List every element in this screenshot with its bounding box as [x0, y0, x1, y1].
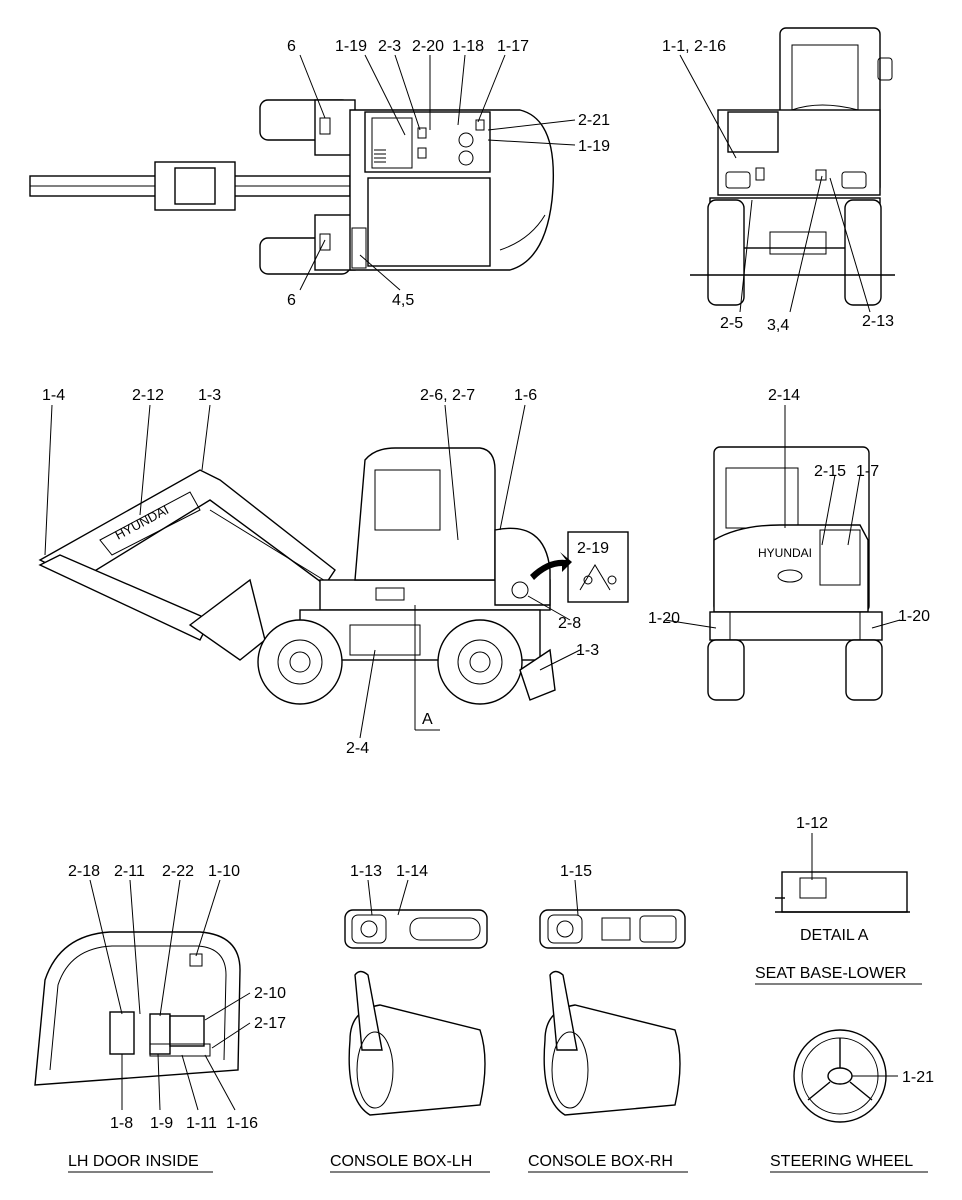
callout-1-6: 1-6: [514, 387, 537, 404]
callout-1-12: 1-12: [796, 815, 828, 832]
caption-console-lh: CONSOLE BOX-LH: [330, 1153, 472, 1170]
callout-2-5: 2-5: [720, 315, 743, 332]
callout-1-8: 1-8: [110, 1115, 133, 1132]
callout-1-20-left: 1-20: [648, 610, 680, 627]
callout-labels: 6 1-19 2-3 2-20 1-18 1-17 2-21 1-19 6 4,…: [42, 38, 934, 1132]
callout-2-14: 2-14: [768, 387, 800, 404]
callout-1-18: 1-18: [452, 38, 484, 55]
callout-3-4: 3,4: [767, 317, 789, 334]
side-view-drawing: [38, 447, 629, 705]
callout-2-12: 2-12: [132, 387, 164, 404]
caption-lh-door: LH DOOR INSIDE: [68, 1153, 199, 1170]
callout-1-19-right: 1-19: [578, 138, 610, 155]
callout-2-18: 2-18: [68, 863, 100, 880]
brand-rear: HYUNDAI: [758, 546, 812, 560]
callout-6-bottom: 6: [287, 292, 296, 309]
caption-detail-a: DETAIL A: [800, 927, 869, 944]
callout-1-15: 1-15: [560, 863, 592, 880]
console-box-lh-drawing: [344, 909, 488, 1116]
callout-1-3-upper: 1-3: [198, 387, 221, 404]
steering-wheel-drawing: [793, 1029, 887, 1123]
callout-2-20: 2-20: [412, 38, 444, 55]
top-view-drawing: [29, 99, 555, 275]
callout-2-3: 2-3: [378, 38, 401, 55]
callout-2-4: 2-4: [346, 740, 369, 757]
callout-1-20-right: 1-20: [898, 608, 930, 625]
caption-seat-base: SEAT BASE-LOWER: [755, 965, 906, 982]
lh-door-inside-drawing: [34, 931, 241, 1086]
callout-2-10: 2-10: [254, 985, 286, 1002]
callout-2-17: 2-17: [254, 1015, 286, 1032]
rear-view-drawing: [707, 446, 883, 701]
callout-2-15: 2-15: [814, 463, 846, 480]
callout-1-9: 1-9: [150, 1115, 173, 1132]
callout-1-11: 1-11: [186, 1115, 217, 1132]
callout-1-17: 1-17: [497, 38, 529, 55]
callout-4-5: 4,5: [392, 292, 414, 309]
callout-1-13: 1-13: [350, 863, 382, 880]
callout-2-21: 2-21: [578, 112, 610, 129]
callout-1-3-lower: 1-3: [576, 642, 599, 659]
captions: DETAIL A SEAT BASE-LOWER LH DOOR INSIDE …: [68, 927, 928, 1173]
callout-a: A: [422, 711, 433, 728]
leader-lines: [44, 54, 901, 1111]
callout-1-7: 1-7: [856, 463, 879, 480]
callout-2-22: 2-22: [162, 863, 194, 880]
callout-1-4: 1-4: [42, 387, 65, 404]
callout-2-19: 2-19: [577, 540, 609, 557]
callout-1-16: 1-16: [226, 1115, 258, 1132]
front-view-drawing: [690, 27, 895, 306]
callout-6-top: 6: [287, 38, 296, 55]
callout-1-14: 1-14: [396, 863, 428, 880]
callout-2-11: 2-11: [114, 863, 145, 880]
console-box-rh-drawing: [539, 909, 686, 1116]
callout-1-19-top: 1-19: [335, 38, 367, 55]
callout-2-8: 2-8: [558, 615, 581, 632]
caption-console-rh: CONSOLE BOX-RH: [528, 1153, 673, 1170]
callout-2-13: 2-13: [862, 313, 894, 330]
callout-1-1-2-16: 1-1, 2-16: [662, 38, 726, 55]
callout-1-10: 1-10: [208, 863, 240, 880]
callout-2-6-2-7: 2-6, 2-7: [420, 387, 475, 404]
caption-steering: STEERING WHEEL: [770, 1153, 913, 1170]
callout-1-21: 1-21: [902, 1069, 934, 1086]
detail-a-drawing: [775, 871, 910, 913]
